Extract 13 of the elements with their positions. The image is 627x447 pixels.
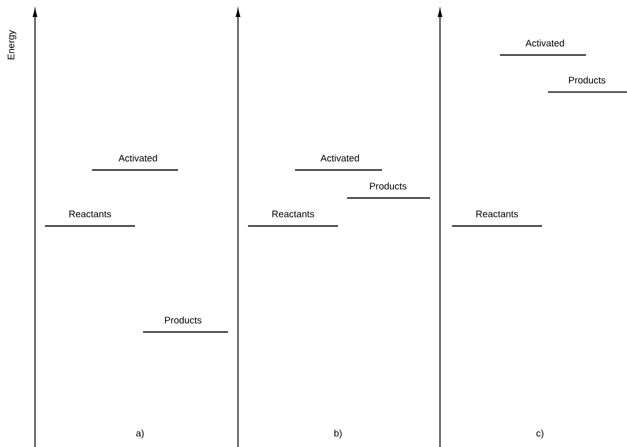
panel-label: c)	[536, 430, 544, 438]
energy-level: Activated	[500, 40, 586, 56]
energy-level: Activated	[92, 154, 178, 171]
energy-level: Products	[347, 182, 430, 199]
energy-level: Products	[548, 76, 627, 93]
energy-level: Reactants	[248, 210, 338, 227]
panel-label: a)	[136, 430, 144, 438]
energy-level: Products	[143, 316, 228, 333]
energy-level: Activated	[295, 154, 382, 171]
energy-level: Reactants	[45, 210, 135, 227]
energy-level: Reactants	[452, 210, 542, 227]
panel-label: b)	[334, 430, 342, 438]
axis-label: Energy	[8, 30, 16, 60]
